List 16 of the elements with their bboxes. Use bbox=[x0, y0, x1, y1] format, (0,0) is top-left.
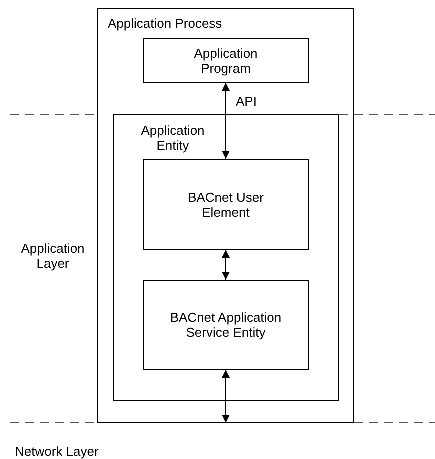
box-label: Application Program bbox=[193, 46, 259, 76]
arrow bbox=[222, 370, 230, 424]
element-box bbox=[143, 159, 309, 250]
arrow bbox=[222, 250, 230, 280]
box-label: BACnet User Element bbox=[187, 190, 265, 220]
layer-label: Application Layer bbox=[20, 241, 86, 271]
box-label: BACnet Application Service Entity bbox=[169, 310, 283, 340]
edge-label: API bbox=[236, 94, 257, 109]
entity-box bbox=[143, 280, 309, 370]
arrow bbox=[222, 82, 230, 160]
frame-heading: Application Entity bbox=[140, 123, 206, 153]
layer-label: Network Layer bbox=[15, 444, 99, 459]
process-frame bbox=[97, 8, 354, 423]
frame-heading: Application Process bbox=[108, 16, 222, 31]
program-box bbox=[143, 38, 309, 83]
entity-frame bbox=[113, 114, 339, 401]
